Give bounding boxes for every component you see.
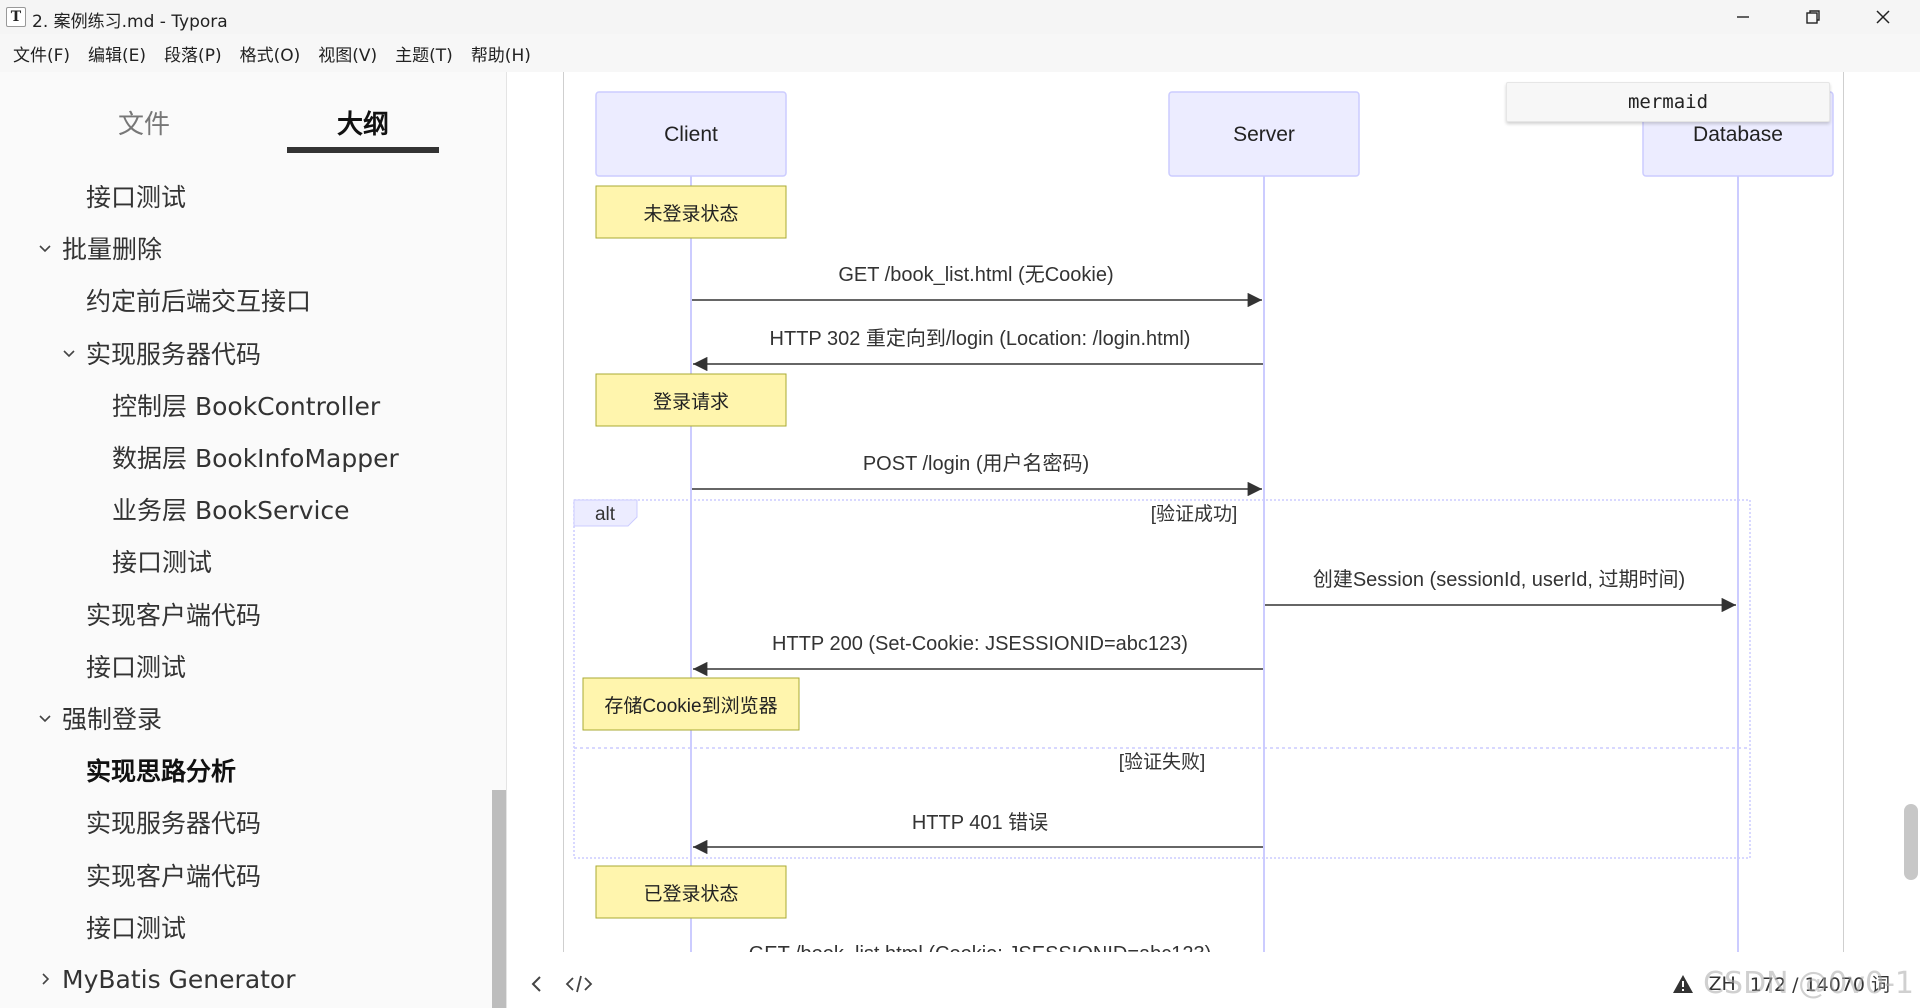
outline-item-label: 强制登录 — [62, 705, 163, 734]
sidebar-scrollbar[interactable] — [492, 790, 506, 1008]
participant-database: Database — [1693, 123, 1783, 146]
code-block-border-left — [563, 72, 564, 952]
sidebar: 文件 大纲 接口测试批量删除约定前后端交互接口实现服务器代码控制层 BookCo… — [0, 72, 507, 1008]
menu-paragraph[interactable]: 段落(P) — [164, 45, 222, 66]
close-icon — [1876, 10, 1890, 24]
outline-item-label: 接口测试 — [86, 914, 187, 943]
menu-format[interactable]: 格式(O) — [239, 45, 301, 66]
outline-item[interactable]: 控制层 BookController — [112, 385, 380, 425]
outline-item-label: 实现思路分析 — [86, 757, 237, 786]
window-title: 2. 案例练习.md - Typora — [32, 12, 228, 32]
outline-item-label: 实现服务器代码 — [86, 809, 262, 838]
watermark: CSDN @0v0-1 — [1703, 966, 1914, 1001]
restore-button[interactable] — [1778, 0, 1848, 34]
status-right: ZH 172 / 14070 词 — [1672, 970, 1890, 997]
menu-help[interactable]: 帮助(H) — [470, 45, 531, 66]
menu-file[interactable]: 文件(F) — [13, 45, 71, 66]
outline-item-label: 接口测试 — [86, 183, 187, 212]
alt-condition-failure: [验证失败] — [1119, 751, 1206, 773]
input-language[interactable]: ZH — [1708, 972, 1736, 995]
participant-server: Server — [1233, 123, 1295, 146]
outline-item[interactable]: 约定前后端交互接口 — [86, 280, 311, 320]
participant-server-box — [1168, 91, 1360, 177]
outline-item-label: MyBatis Generator — [62, 964, 296, 994]
sequence-diagram: alt [验证成功] [验证失败] Client Server Database… — [573, 91, 1834, 952]
close-button[interactable] — [1848, 0, 1918, 34]
minimize-button[interactable] — [1708, 0, 1778, 34]
message-http-401: HTTP 401 错误 — [912, 811, 1048, 834]
outline-item[interactable]: 数据层 BookInfoMapper — [112, 437, 399, 477]
title-bar: T 2. 案例练习.md - Typora — [0, 0, 1920, 34]
toggle-sidebar-button[interactable] — [522, 970, 552, 998]
tab-outline[interactable]: 大纲 — [337, 110, 390, 140]
outline-item[interactable]: 实现思路分析 — [86, 750, 236, 790]
menu-theme[interactable]: 主题(T) — [395, 45, 453, 66]
outline-item[interactable]: 批量删除 — [38, 228, 162, 268]
message-http-200: HTTP 200 (Set-Cookie: JSESSIONID=abc123) — [772, 633, 1188, 655]
note-not-logged-in: 未登录状态 — [643, 203, 738, 225]
minimize-icon — [1737, 16, 1749, 18]
note-box — [595, 373, 787, 427]
menu-bar: 文件(F) 编辑(E) 段落(P) 格式(O) 视图(V) 主题(T) 帮助(H… — [0, 34, 1920, 72]
message-get-with-cookie: GET /book_list.html (Cookie: JSESSIONID=… — [749, 943, 1212, 952]
outline-item[interactable]: 实现客户端代码 — [86, 855, 261, 895]
active-tab-indicator — [287, 147, 439, 153]
alt-block — [573, 499, 1751, 859]
outline-item-label: 实现服务器代码 — [86, 340, 262, 369]
word-count[interactable]: 172 / 14070 词 — [1749, 974, 1890, 996]
outline-item-label: 批量删除 — [62, 235, 163, 264]
outline-item-label: 数据层 BookInfoMapper — [112, 444, 399, 473]
note-box — [582, 677, 800, 731]
note-store-cookie: 存储Cookie到浏览器 — [604, 695, 777, 717]
code-block-border-right — [1843, 72, 1844, 952]
source-code-mode-button[interactable] — [564, 970, 594, 998]
message-post-login: POST /login (用户名密码) — [863, 452, 1089, 475]
outline-item[interactable]: 实现服务器代码 — [62, 333, 261, 373]
outline-item[interactable]: 接口测试 — [112, 541, 212, 581]
menu-edit[interactable]: 编辑(E) — [88, 45, 147, 66]
message-create-session: 创建Session (sessionId, userId, 过期时间) — [1313, 568, 1685, 591]
outline-item[interactable]: 接口测试 — [86, 176, 186, 216]
outline-item-label: 实现客户端代码 — [86, 862, 262, 891]
note-login-request: 登录请求 — [653, 391, 729, 413]
chevron-down-icon[interactable] — [38, 711, 52, 725]
tab-files[interactable]: 文件 — [118, 110, 171, 140]
participant-client: Client — [664, 123, 718, 146]
note-box — [595, 185, 787, 239]
note-box — [595, 865, 787, 919]
chevron-left-icon — [531, 976, 541, 992]
alt-condition-success: [验证成功] — [1151, 503, 1238, 525]
warning-icon[interactable] — [1672, 974, 1694, 994]
alt-label-box — [573, 499, 638, 527]
menu-view[interactable]: 视图(V) — [318, 45, 378, 66]
participant-client-box — [595, 91, 787, 177]
outline-item[interactable]: 强制登录 — [38, 698, 162, 738]
outline-item[interactable]: MyBatis Generator — [38, 959, 296, 999]
editor-scrollbar[interactable] — [1904, 804, 1918, 880]
restore-icon — [1806, 10, 1820, 24]
editor[interactable]: alt [验证成功] [验证失败] Client Server Database… — [508, 72, 1920, 1008]
chevron-right-icon[interactable] — [38, 972, 52, 986]
note-logged-in: 已登录状态 — [643, 883, 738, 905]
status-bar: ZH 172 / 14070 词 CSDN @0v0-1 — [508, 960, 1920, 1008]
outline-item-label: 业务层 BookService — [112, 496, 350, 525]
outline-item-label: 接口测试 — [112, 548, 213, 577]
message-redirect-302: HTTP 302 重定向到/login (Location: /login.ht… — [770, 327, 1191, 350]
outline-item[interactable]: 接口测试 — [86, 646, 186, 686]
outline-item[interactable]: 实现客户端代码 — [86, 594, 261, 634]
code-icon — [565, 975, 593, 993]
typora-app-icon: T — [6, 7, 26, 27]
chevron-down-icon[interactable] — [38, 241, 52, 255]
outline-item-label: 约定前后端交互接口 — [86, 287, 312, 316]
message-get-no-cookie: GET /book_list.html (无Cookie) — [838, 264, 1113, 286]
alt-keyword: alt — [595, 504, 616, 525]
outline-item[interactable]: 业务层 BookService — [112, 489, 350, 529]
outline-item[interactable]: 实现服务器代码 — [86, 802, 261, 842]
outline-item-label: 控制层 BookController — [112, 392, 381, 421]
outline-item-label: 接口测试 — [86, 653, 187, 682]
chevron-down-icon[interactable] — [62, 346, 76, 360]
outline-item-label: 实现客户端代码 — [86, 601, 262, 630]
code-language-badge[interactable]: mermaid — [1506, 82, 1830, 122]
outline-item[interactable]: 接口测试 — [86, 907, 186, 947]
